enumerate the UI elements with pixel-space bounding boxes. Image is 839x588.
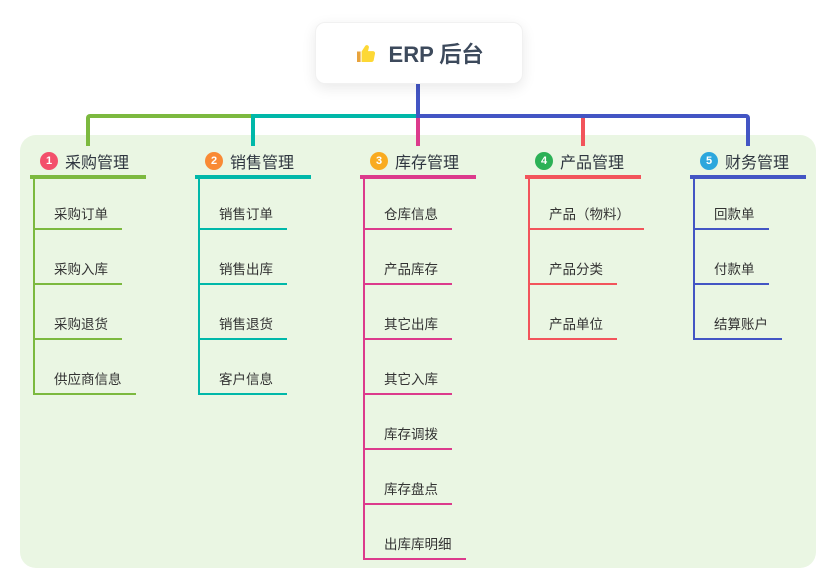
child-node[interactable]: 出库库明细	[363, 531, 466, 560]
root-node[interactable]: ERP 后台	[315, 22, 523, 84]
category-node-5[interactable]: 5 财务管理	[690, 146, 806, 179]
child-label: 产品（物料）	[549, 207, 630, 222]
category-badge: 2	[205, 151, 223, 170]
child-label: 付款单	[714, 262, 755, 277]
category-label: 财务管理	[725, 154, 790, 172]
category-node-3[interactable]: 3 库存管理	[360, 146, 476, 179]
child-node[interactable]: 其它出库	[363, 311, 452, 340]
branch-drop-line	[746, 118, 750, 146]
category-badge: 1	[40, 151, 58, 170]
children-rail-line	[528, 179, 530, 340]
category-label: 库存管理	[395, 154, 460, 172]
child-label: 供应商信息	[54, 372, 122, 387]
category-node-4[interactable]: 4 产品管理	[525, 146, 641, 179]
category-node-1[interactable]: 1 采购管理	[30, 146, 146, 179]
child-label: 仓库信息	[384, 207, 438, 222]
child-label: 销售订单	[219, 207, 273, 222]
child-node[interactable]: 产品（物料）	[528, 201, 644, 230]
branch-drop-line	[416, 118, 420, 146]
child-node[interactable]: 供应商信息	[33, 366, 136, 395]
child-label: 销售退货	[219, 317, 273, 332]
category-badge: 3	[370, 151, 388, 170]
child-label: 产品库存	[384, 262, 438, 277]
root-connector-line	[416, 80, 420, 118]
child-node[interactable]: 采购退货	[33, 311, 122, 340]
child-label: 采购订单	[54, 207, 108, 222]
child-node[interactable]: 采购入库	[33, 256, 122, 285]
child-label: 结算账户	[714, 317, 768, 332]
thumbs-up-icon	[355, 41, 379, 65]
child-label: 库存盘点	[384, 482, 438, 497]
connector-bus-segment-left	[86, 114, 255, 118]
child-label: 销售出库	[219, 262, 273, 277]
child-node[interactable]: 仓库信息	[363, 201, 452, 230]
root-title: ERP 后台	[388, 42, 484, 67]
child-label: 其它出库	[384, 317, 438, 332]
child-node[interactable]: 回款单	[693, 201, 769, 230]
child-node[interactable]: 付款单	[693, 256, 769, 285]
child-label: 客户信息	[219, 372, 273, 387]
child-label: 库存调拨	[384, 427, 438, 442]
child-node[interactable]: 产品库存	[363, 256, 452, 285]
child-label: 产品分类	[549, 262, 603, 277]
child-node[interactable]: 产品单位	[528, 311, 617, 340]
category-label: 采购管理	[65, 154, 130, 172]
child-node[interactable]: 其它入库	[363, 366, 452, 395]
child-node[interactable]: 销售订单	[198, 201, 287, 230]
child-label: 采购退货	[54, 317, 108, 332]
children-rail-line	[33, 179, 35, 395]
child-label: 产品单位	[549, 317, 603, 332]
branch-drop-line	[251, 118, 255, 146]
mindmap-background-panel	[20, 135, 816, 568]
child-label: 其它入库	[384, 372, 438, 387]
child-node[interactable]: 客户信息	[198, 366, 287, 395]
children-rail-line	[693, 179, 695, 340]
child-node[interactable]: 采购订单	[33, 201, 122, 230]
child-node[interactable]: 产品分类	[528, 256, 617, 285]
child-node[interactable]: 库存盘点	[363, 476, 452, 505]
category-label: 产品管理	[560, 154, 625, 172]
category-badge: 4	[535, 151, 553, 170]
child-node[interactable]: 销售退货	[198, 311, 287, 340]
category-node-2[interactable]: 2 销售管理	[195, 146, 311, 179]
child-label: 采购入库	[54, 262, 108, 277]
children-rail-line	[363, 179, 365, 560]
child-node[interactable]: 结算账户	[693, 311, 782, 340]
child-label: 出库库明细	[384, 537, 452, 552]
connector-bus-segment-mid	[251, 114, 420, 118]
branch-drop-line	[581, 118, 585, 146]
branch-drop-line	[86, 118, 90, 146]
child-node[interactable]: 库存调拨	[363, 421, 452, 450]
category-badge: 5	[700, 151, 718, 170]
child-label: 回款单	[714, 207, 755, 222]
child-node[interactable]: 销售出库	[198, 256, 287, 285]
children-rail-line	[198, 179, 200, 395]
connector-bus-segment-right	[416, 114, 750, 118]
category-label: 销售管理	[230, 154, 295, 172]
